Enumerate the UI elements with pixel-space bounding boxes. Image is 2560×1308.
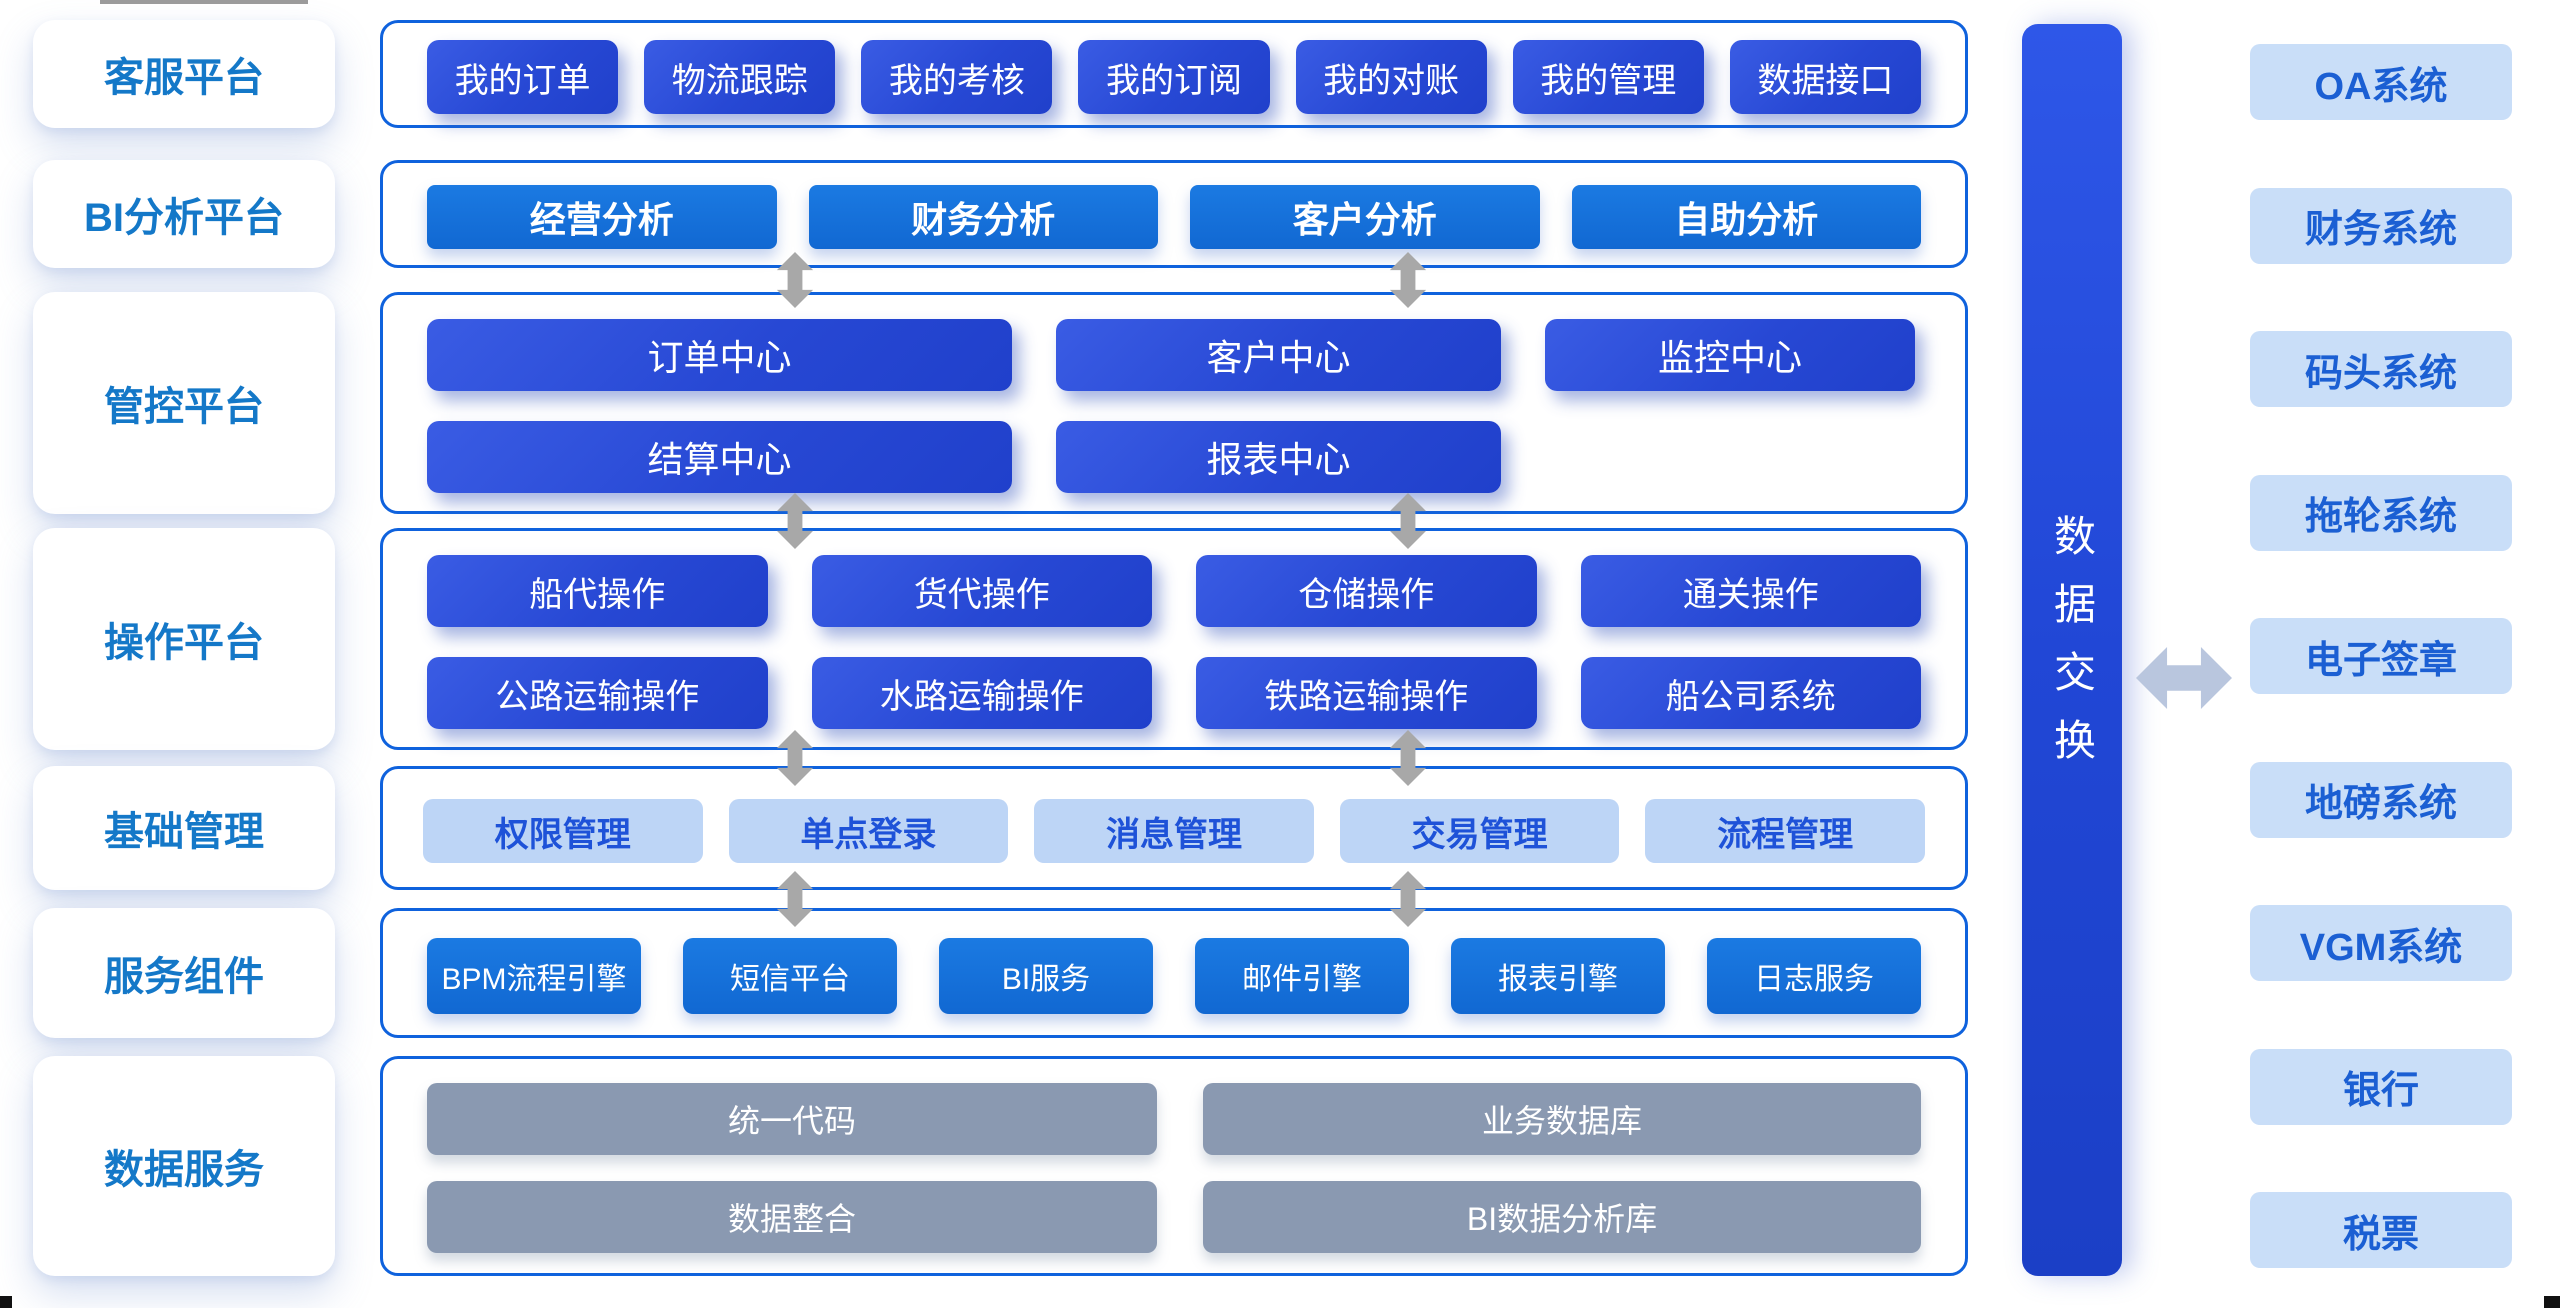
base-management-box: 权限管理	[423, 799, 703, 863]
platform-label-text: 管控平台	[104, 385, 264, 429]
double-arrow-vertical-icon	[775, 871, 815, 927]
service-component-box: BI服务	[939, 938, 1153, 1014]
double-arrow-vertical-icon	[775, 493, 815, 549]
external-system-box: 财务系统	[2250, 187, 2512, 264]
external-system-box: 拖轮系统	[2250, 474, 2512, 551]
operation-module-box: 通关操作	[1580, 555, 1921, 627]
platform-label-customer-service: 客服平台	[33, 20, 335, 128]
external-system-box: 码头系统	[2250, 331, 2512, 407]
bi-module-box: 财务分析	[808, 185, 1158, 249]
operation-module-box: 货代操作	[811, 555, 1152, 627]
row-control-platform: 订单中心客户中心监控中心 结算中心报表中心	[380, 292, 1968, 514]
control-center-box: 结算中心	[427, 421, 1012, 493]
platform-label-service-components: 服务组件	[33, 908, 335, 1038]
base-management-box: 交易管理	[1339, 799, 1620, 863]
service-component-box: 短信平台	[683, 938, 897, 1014]
row-customer-service-platform: 我的订单物流跟踪我的考核我的订阅我的对账我的管理数据接口	[380, 20, 1968, 128]
operation-module-box: 铁路运输操作	[1196, 657, 1537, 729]
bottom-left-artifact	[0, 1296, 12, 1308]
platform-label-operation: 操作平台	[33, 528, 335, 750]
data-exchange-bar: 数据交换	[2022, 24, 2122, 1276]
row-base-management: 权限管理单点登录消息管理交易管理流程管理	[380, 766, 1968, 890]
customer-service-module-box: 我的订阅	[1078, 40, 1270, 114]
external-system-box: OA系统	[2250, 44, 2512, 120]
operation-module-box: 船公司系统	[1580, 657, 1921, 729]
top-edge-artifact	[100, 0, 308, 4]
external-system-box: 地磅系统	[2250, 761, 2512, 838]
control-center-box: 报表中心	[1056, 421, 1501, 493]
external-systems-column: OA系统财务系统码头系统拖轮系统电子签章地磅系统 VGM系统银行税票	[2250, 44, 2512, 1268]
service-component-box: 日志服务	[1707, 938, 1921, 1014]
row-bi-analysis-platform: 经营分析财务分析客户分析自助分析	[380, 160, 1968, 268]
double-arrow-vertical-icon	[1388, 730, 1428, 786]
base-management-box: 流程管理	[1645, 799, 1925, 863]
control-center-box: 订单中心	[427, 319, 1012, 391]
base-management-box: 单点登录	[728, 799, 1009, 863]
platform-label-bi-analysis: BI分析平台	[33, 160, 335, 268]
customer-service-module-box: 我的对账	[1295, 40, 1487, 114]
bi-module-box: 经营分析	[427, 185, 777, 249]
double-arrow-vertical-icon	[775, 252, 815, 308]
bi-module-box: 客户分析	[1190, 185, 1540, 249]
double-arrow-vertical-icon	[1388, 871, 1428, 927]
platform-label-text: 操作平台	[104, 621, 264, 665]
platform-label-text: 客服平台	[104, 56, 264, 100]
customer-service-module-box: 物流跟踪	[644, 40, 836, 114]
customer-service-module-box: 数据接口	[1729, 40, 1921, 114]
control-center-box: 监控中心	[1545, 319, 1915, 391]
data-service-box: 统一代码	[427, 1083, 1157, 1155]
data-exchange-label: 数据交换	[2048, 514, 2096, 786]
row-data-service: 统一代码业务数据库 数据整合 BI数据分析库	[380, 1056, 1968, 1276]
external-system-box: VGM系统	[2250, 905, 2512, 981]
operation-module-box: 水路运输操作	[811, 657, 1152, 729]
control-center-box: 客户中心	[1056, 319, 1501, 391]
platform-label-text: BI分析平台	[84, 196, 284, 240]
double-arrow-vertical-icon	[775, 730, 815, 786]
row-operation-platform: 船代操作货代操作仓储操作通关操作 公路运输操作水路运输操作铁路运输操作船公司系统	[380, 528, 1968, 750]
row-service-components: BPM流程引擎短信平台 BI服务邮件引擎报表引擎日志服务	[380, 908, 1968, 1038]
data-service-box: 数据整合	[427, 1181, 1157, 1253]
data-service-box: BI数据分析库	[1203, 1181, 1921, 1253]
double-arrow-horizontal-icon	[2136, 638, 2232, 718]
double-arrow-vertical-icon	[1388, 252, 1428, 308]
service-component-box: BPM流程引擎	[427, 938, 641, 1014]
service-component-box: 邮件引擎	[1195, 938, 1409, 1014]
customer-service-module-box: 我的考核	[861, 40, 1053, 114]
operation-module-box: 公路运输操作	[427, 657, 768, 729]
platform-label-text: 服务组件	[104, 955, 264, 999]
customer-service-module-box: 我的管理	[1512, 40, 1704, 114]
customer-service-module-box: 我的订单	[427, 40, 619, 114]
service-component-box: 报表引擎	[1451, 938, 1665, 1014]
platform-label-data-service: 数据服务	[33, 1056, 335, 1276]
double-arrow-vertical-icon	[1388, 493, 1428, 549]
platform-label-text: 基础管理	[104, 810, 264, 854]
operation-module-box: 仓储操作	[1196, 555, 1537, 627]
bi-module-box: 自助分析	[1571, 185, 1921, 249]
base-management-box: 消息管理	[1034, 799, 1314, 863]
platform-label-text: 数据服务	[104, 1148, 264, 1192]
platform-label-base-management: 基础管理	[33, 766, 335, 890]
external-system-box: 税票	[2250, 1192, 2512, 1268]
external-system-box: 电子签章	[2250, 618, 2512, 694]
data-service-box: 业务数据库	[1203, 1083, 1921, 1155]
bottom-right-artifact	[2544, 1296, 2560, 1308]
external-system-box: 银行	[2250, 1048, 2512, 1125]
platform-label-control: 管控平台	[33, 292, 335, 514]
operation-module-box: 船代操作	[427, 555, 768, 627]
